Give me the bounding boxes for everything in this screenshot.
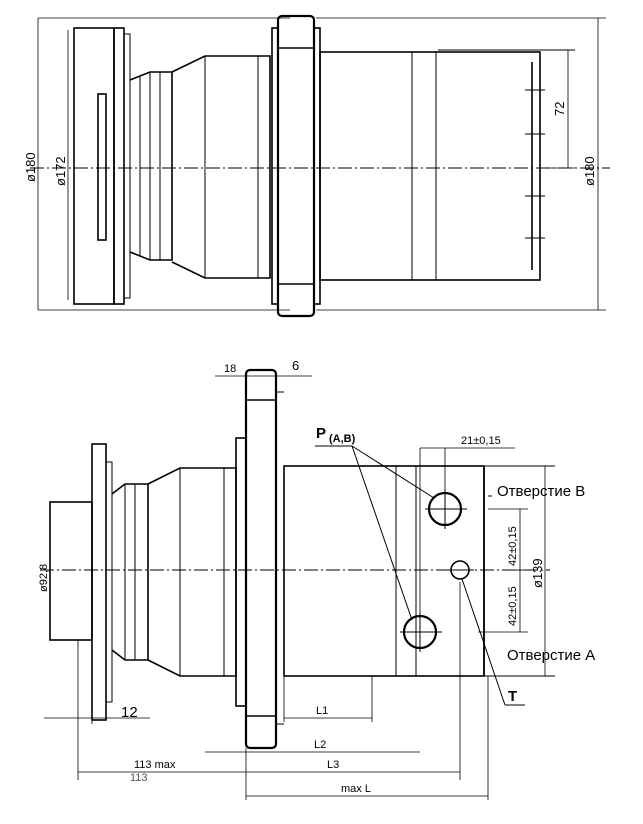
dim-lower-offset: 42±0,15 xyxy=(507,586,519,626)
dim-ring-thickness: 6 xyxy=(292,358,299,373)
dim-113-max: 113 max xyxy=(134,759,176,771)
dim-shaft-flange: 12 xyxy=(121,704,138,721)
dim-flange-thickness: 18 xyxy=(224,363,236,375)
ports-label-sub: (A,B) xyxy=(329,433,356,445)
dim-113: 113 xyxy=(130,772,148,784)
port-b-label: Отверстие B xyxy=(497,483,585,500)
dim-upper-offset: 42±0,15 xyxy=(507,526,519,566)
port-a-label: Отверстие A xyxy=(507,647,595,664)
dim-l1: L1 xyxy=(316,705,328,717)
top-view: ø180 ø172 ø180 72 xyxy=(23,14,610,318)
dim-outer-diameter-right: ø180 xyxy=(582,156,597,186)
drain-label: T xyxy=(508,688,517,705)
dim-outer-diameter-left: ø180 xyxy=(23,152,38,182)
dim-body-diameter: ø139 xyxy=(530,558,545,588)
dim-port-spacing-h: 21±0,15 xyxy=(461,435,501,447)
dim-shaft-diameter: ø92,8 xyxy=(38,564,50,592)
bottom-view: 18 6 P (A,B) 21±0,15 Отверстие B Отверст… xyxy=(38,358,595,800)
ports-label-main: P xyxy=(316,425,326,442)
dim-max-l: max L xyxy=(341,783,371,795)
dim-port-offset: 72 xyxy=(552,102,567,116)
dim-l3: L3 xyxy=(327,759,339,771)
dim-l2: L2 xyxy=(314,739,326,751)
dim-flange-diameter: ø172 xyxy=(53,156,68,186)
